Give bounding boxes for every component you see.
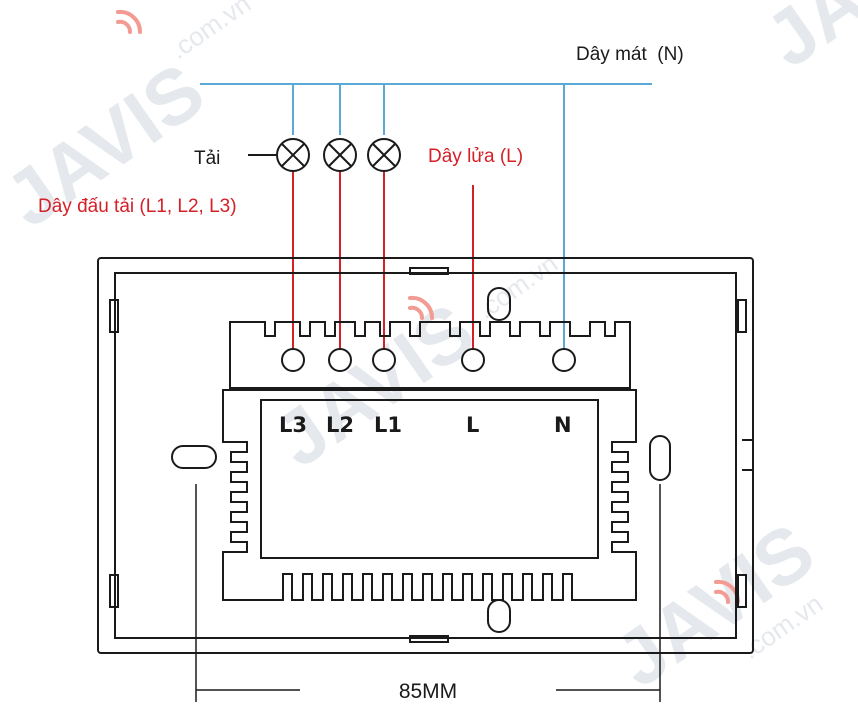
terminal-label-n: N [554, 413, 572, 437]
switch-body [97, 257, 754, 654]
top-clip [409, 267, 449, 275]
mounting-slot-top [487, 287, 511, 321]
screw-l3-icon [281, 348, 305, 372]
terminal-label-l1: L1 [374, 413, 402, 437]
load-wires-label: Dây đấu tải (L1, L2, L3) [38, 196, 237, 217]
terminal-label-l2: L2 [326, 413, 354, 437]
neutral-wire-label: Dây mát (N) [576, 44, 684, 65]
terminal-label-panel [260, 399, 599, 559]
terminal-label-l: L [466, 413, 479, 437]
heatsink-outline [222, 389, 637, 601]
screw-l1-icon [372, 348, 396, 372]
watermark-domain: .com.vn [471, 248, 563, 325]
screw-l2-icon [328, 348, 352, 372]
mounting-slot-bottom [487, 599, 511, 633]
screw-n-icon [552, 348, 576, 372]
mounting-slot-right [649, 435, 671, 481]
mounting-slot-left [171, 445, 217, 469]
terminal-label-l3: L3 [279, 413, 307, 437]
load-label: Tải [194, 148, 220, 169]
dimension-label: 85MM [399, 680, 457, 703]
switch-outer-frame [97, 257, 754, 654]
watermark-logo: JAVIS [749, 0, 858, 84]
side-clip-right-bottom [737, 574, 747, 608]
watermark-domain: .com.vn [164, 0, 256, 65]
bottom-clip [409, 635, 449, 643]
live-wire-label: Dây lửa (L) [428, 146, 523, 167]
side-clip-left-top [109, 299, 119, 333]
lamp-icon [323, 138, 357, 172]
side-clip-left-bottom [109, 574, 119, 608]
neutral-wires [200, 83, 652, 352]
watermark-signal-icon [116, 9, 741, 604]
watermark: JAVIS .com.vn JAVIS .com.vn JAVIS .com.v… [0, 0, 858, 704]
terminal-screws [281, 348, 576, 372]
side-clip-right-top [737, 299, 747, 333]
dimension-lines [195, 484, 661, 702]
terminal-block [229, 321, 631, 389]
lamps [276, 138, 401, 172]
lamp-icon [276, 138, 310, 172]
screw-l-icon [461, 348, 485, 372]
lamp-icon [367, 138, 401, 172]
